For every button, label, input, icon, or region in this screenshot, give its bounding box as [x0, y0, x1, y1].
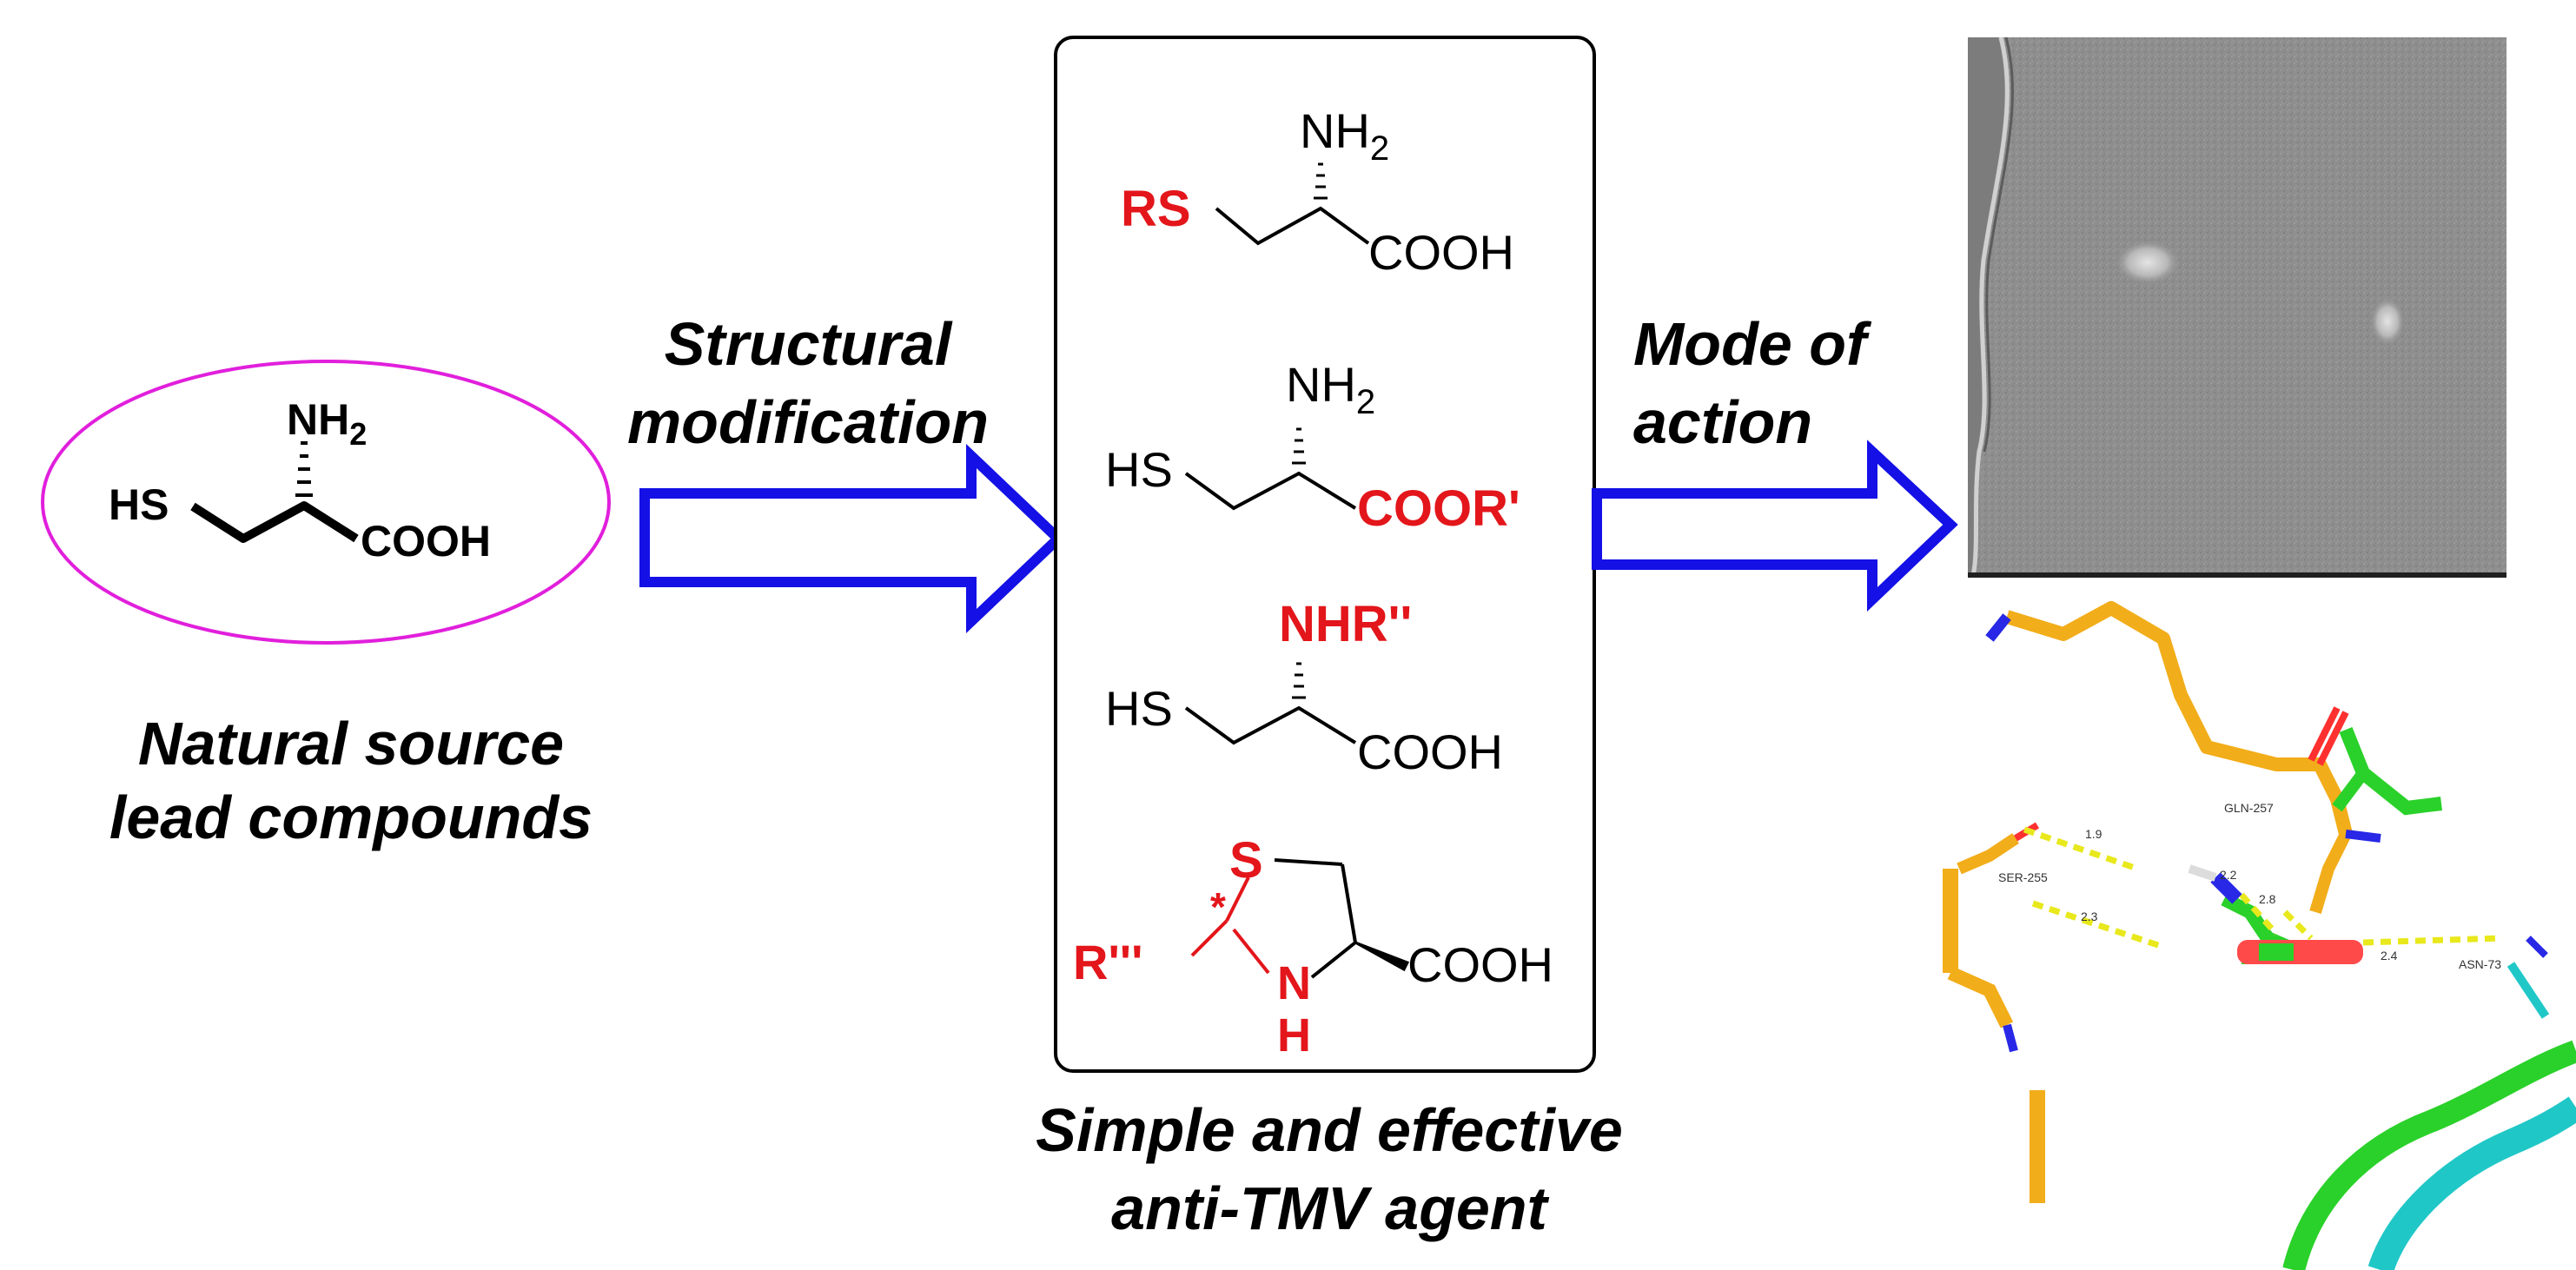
arrow1-label-line1: Structural — [665, 310, 953, 378]
lead-hashed-wedge — [295, 441, 313, 497]
lead-nh2-label: NH2 — [287, 395, 367, 452]
arrow1-icon — [639, 444, 1066, 633]
docking-label-8: ASN-73 — [2459, 957, 2501, 971]
lead-compound: NH2 HS COOH — [41, 360, 611, 645]
lead-caption-line2: lead compounds — [109, 784, 593, 851]
derivative-1: NH2 RS COOH — [1121, 103, 1514, 280]
derivative-1-cooh: COOH — [1368, 225, 1514, 280]
lead-hs-label: HS — [109, 480, 169, 529]
derivative-2: NH2 HS COOR' — [1105, 357, 1520, 537]
derivative-2-coor: COOR' — [1357, 480, 1520, 537]
derivative-3: NHR'' HS COOH — [1105, 596, 1503, 779]
lead-cooh-label: COOH — [361, 517, 491, 566]
docking-label-7: 2.4 — [2381, 949, 2398, 962]
arrow2-label-line1: Mode of — [1633, 310, 1872, 378]
derivative-4-n: N — [1277, 957, 1311, 1009]
derivative-1-nh2: NH2 — [1300, 103, 1389, 168]
lead-caption-line1: Natural source — [138, 710, 564, 777]
agent-caption-line2: anti-TMV agent — [1111, 1174, 1549, 1242]
arrow1-label-line2: modification — [627, 388, 989, 456]
derivative-4: * S R''' N H COOH — [1073, 832, 1553, 1062]
derivative-3-hs: HS — [1105, 681, 1173, 736]
derivative-3-nhr: NHR'' — [1279, 596, 1412, 652]
derivative-1-rs: RS — [1121, 181, 1191, 237]
docking-label-6: GLN-257 — [2224, 801, 2274, 815]
docking-label-1: 1.9 — [2085, 827, 2103, 841]
derivative-4-cooh: COOH — [1407, 937, 1553, 992]
agent-caption-line1: Simple and effective — [1036, 1096, 1623, 1164]
docking-label-2: SER-255 — [1998, 870, 2048, 884]
virus-particle-1 — [2115, 240, 2181, 285]
derivative-2-nh2: NH2 — [1286, 357, 1375, 421]
derivative-4-star: * — [1210, 884, 1226, 929]
virus-particle-2 — [2370, 297, 2405, 346]
tem-image — [1968, 36, 2506, 578]
lead-ellipse — [41, 360, 611, 645]
arrow2-icon — [1592, 440, 1958, 612]
docking-image: 1.9 SER-255 2.3 2.2 2.8 GLN-257 2.4 ASN-… — [1942, 580, 2576, 1270]
derivative-4-h: H — [1277, 1009, 1311, 1062]
derivative-2-hs: HS — [1105, 442, 1173, 497]
arrow2-label-line2: action — [1633, 388, 1812, 456]
docking-label-5: 2.8 — [2259, 892, 2276, 906]
lead-skeleton — [190, 501, 359, 543]
derivative-4-r: R''' — [1073, 935, 1142, 989]
derivative-3-cooh: COOH — [1357, 724, 1503, 779]
derivative-4-s: S — [1229, 832, 1263, 889]
docking-label-4: 2.2 — [2220, 868, 2237, 882]
docking-label-3: 2.3 — [2081, 910, 2098, 923]
